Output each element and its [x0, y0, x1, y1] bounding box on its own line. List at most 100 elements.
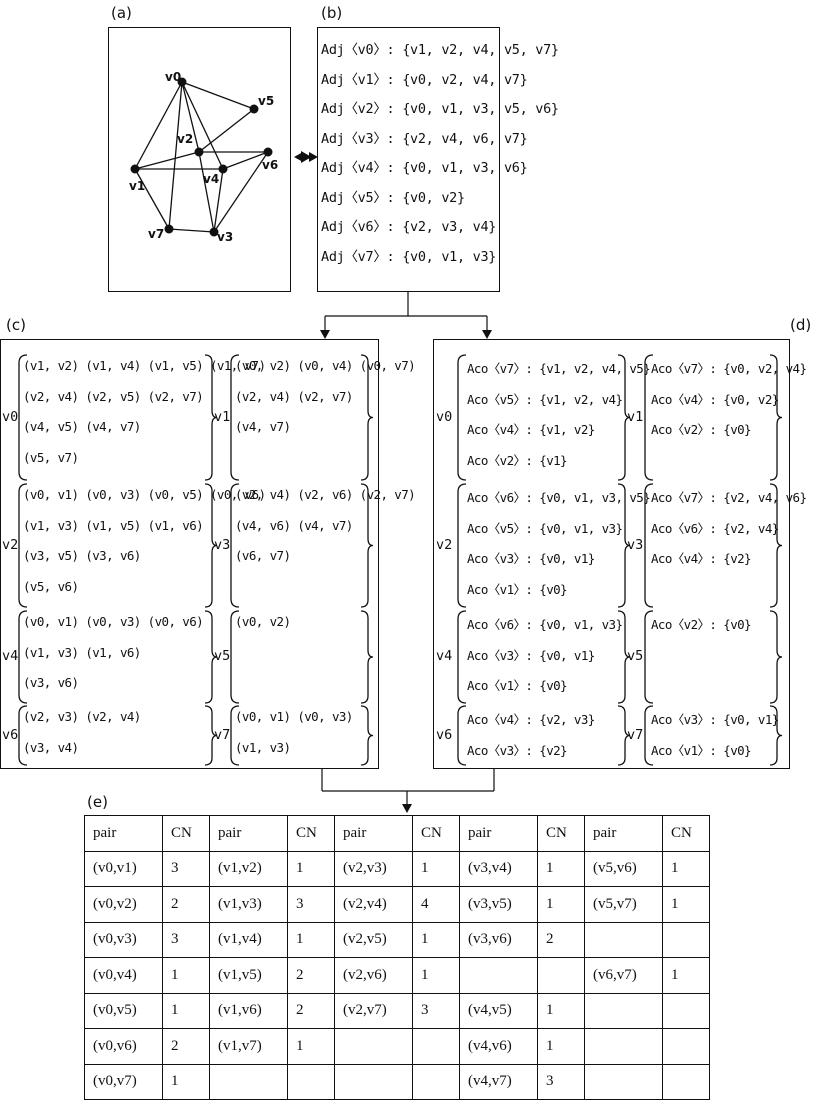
common-neighbor-panel — [433, 339, 790, 769]
table-header-cell: pair — [209, 815, 288, 852]
table-cell — [662, 921, 710, 958]
table-cell: (v1,v7) — [209, 1028, 288, 1065]
group-vertex-label: v5 — [214, 648, 231, 664]
table-cell: (v1,v3) — [209, 886, 288, 923]
graph-vertex-label: v3 — [217, 230, 233, 244]
table-cell: (v4,v7) — [459, 1063, 538, 1100]
table-cell: 3 — [287, 886, 335, 923]
panel-label-d: (d) — [790, 316, 812, 334]
table-cell — [459, 957, 538, 994]
group-vertex-label: v7 — [214, 726, 231, 743]
group-vertex-label: v7 — [627, 726, 644, 743]
table-cell: 2 — [162, 886, 210, 923]
table-cell: (v6,v7) — [584, 957, 663, 994]
table-cell: (v2,v6) — [334, 957, 413, 994]
graph-vertex-v7 — [164, 224, 174, 234]
panel-label-c: (c) — [6, 316, 26, 334]
graph-edge — [181, 81, 200, 153]
table-cell — [584, 1063, 663, 1100]
table-row: (v0,v4)1(v1,v5)2(v2,v6)1(v6,v7)1 — [84, 957, 710, 994]
table-cell: 2 — [537, 921, 585, 958]
table-cell: 1 — [412, 921, 460, 958]
group-line: (v0, v1) (v0, v3) — [235, 709, 353, 724]
table-cell — [412, 1028, 460, 1065]
group-line: Aco〈v6〉: {v0, v1, v3, v5} — [467, 490, 651, 505]
graph-edge — [198, 151, 215, 233]
group-line: Aco〈v6〉: {v2, v4} — [651, 520, 779, 536]
group-line: (v2, v4) (v2, v5) (v2, v7) — [23, 388, 204, 404]
panel-label-a: (a) — [111, 4, 132, 22]
table-cell: 1 — [537, 886, 585, 923]
adjacency-line: Adj〈v7〉: {v0, v1, v3} — [321, 248, 497, 265]
table-cell — [584, 921, 663, 958]
group-line: (v2, v4) (v2, v7) — [235, 388, 353, 404]
graph-vertex-label: v4 — [203, 172, 219, 186]
graph-vertex-v0 — [177, 77, 187, 87]
group-vertex-label: v6 — [2, 726, 19, 743]
group-line: (v5, v6) — [23, 578, 79, 594]
table-cell: (v0,v4) — [84, 957, 163, 994]
graph-edge — [168, 81, 183, 230]
table-cell: (v0,v6) — [84, 1028, 163, 1065]
group-line: (v0, v1) (v0, v3) (v0, v5) (v0, v6) — [23, 487, 266, 502]
table-cell — [662, 992, 710, 1029]
table-cell: (v1,v2) — [209, 850, 288, 887]
table-cell: (v0,v3) — [84, 921, 163, 958]
table-cell: 3 — [162, 850, 210, 887]
group-line: (v0, v2) — [235, 614, 291, 629]
graph-vertex-label: v2 — [177, 132, 193, 146]
group-line: (v4, v5) (v4, v7) — [23, 419, 141, 434]
group-line: (v5, v7) — [23, 449, 79, 465]
group-line: Aco〈v2〉: {v0} — [651, 422, 752, 437]
group-line: Aco〈v1〉: {v0} — [651, 742, 752, 758]
group-line: Aco〈v1〉: {v0} — [467, 678, 568, 693]
adjacency-line: Adj〈v2〉: {v0, v1, v3, v5, v6} — [321, 101, 559, 117]
table-cell: 2 — [162, 1028, 210, 1065]
table-cell: 1 — [662, 850, 710, 887]
group-line: Aco〈v3〉: {v2} — [467, 742, 568, 758]
table-cell: 1 — [537, 992, 585, 1029]
group-vertex-label: v1 — [627, 408, 644, 425]
table-cell: (v0,v5) — [84, 992, 163, 1029]
table-cell: 4 — [412, 886, 460, 923]
graph-vertex-label: v1 — [129, 179, 145, 193]
table-cell: 2 — [287, 957, 335, 994]
group-line: (v0, v1) (v0, v3) (v0, v6) — [23, 614, 204, 629]
group-vertex-label: v6 — [436, 726, 453, 743]
table-header-cell: pair — [459, 815, 538, 852]
table-cell: 2 — [287, 992, 335, 1029]
graph-edge — [213, 151, 269, 233]
table-cell: (v2,v5) — [334, 921, 413, 958]
group-line: (v6, v7) — [235, 548, 291, 563]
group-line: Aco〈v4〉: {v0, v2} — [651, 391, 779, 407]
group-line: (v1, v3) (v1, v6) — [23, 644, 141, 660]
table-cell: 1 — [162, 992, 210, 1029]
group-line: Aco〈v6〉: {v0, v1, v3} — [467, 617, 623, 632]
table-cell: (v2,v7) — [334, 992, 413, 1029]
group-line: (v2, v3) (v2, v4) — [23, 709, 141, 724]
table-cell: 3 — [162, 921, 210, 958]
graph-vertex-v1 — [130, 164, 140, 174]
table-cell: 1 — [662, 957, 710, 994]
group-line: (v3, v4) — [23, 739, 79, 755]
graph-edge — [198, 108, 255, 153]
table-cell: 1 — [162, 957, 210, 994]
group-vertex-label: v2 — [2, 536, 19, 553]
group-vertex-label: v1 — [214, 408, 231, 425]
graph-edge — [213, 168, 224, 233]
group-line: Aco〈v4〉: {v1, v2} — [467, 422, 595, 437]
table-header-cell: CN — [412, 815, 460, 852]
table-cell: (v2,v3) — [334, 850, 413, 887]
adjacency-panel: Adj〈v0〉: {v1, v2, v4, v5, v7}Adj〈v1〉: {v… — [317, 27, 559, 292]
group-line: (v1, v3) (v1, v5) (v1, v6) — [23, 517, 204, 533]
graph-edge — [168, 228, 215, 233]
table-cell: 1 — [287, 850, 335, 887]
table-cell — [334, 1028, 413, 1065]
table-cell — [584, 992, 663, 1029]
graph-edge — [134, 151, 200, 170]
table-cell: 1 — [412, 957, 460, 994]
table-cell: (v3,v5) — [459, 886, 538, 923]
table-cell: (v5,v7) — [584, 886, 663, 923]
group-line: (v3, v6) — [23, 675, 79, 690]
